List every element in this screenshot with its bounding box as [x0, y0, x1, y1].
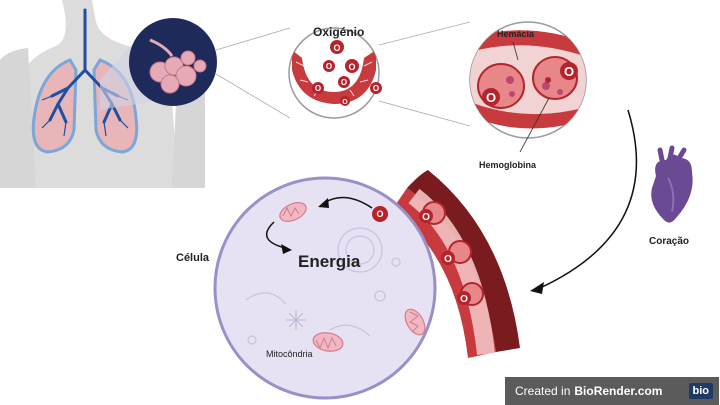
centrosome: [286, 310, 306, 330]
oxygen-symbols: O O O O O O O O O O O O O: [315, 43, 574, 305]
mitochondrion: [312, 332, 344, 352]
heart-label: Coração: [649, 236, 690, 247]
red-blood-cell-inset: [469, 21, 587, 153]
svg-text:O: O: [486, 90, 496, 105]
energy-arrow: [265, 221, 286, 249]
alveoli-inset: [100, 18, 291, 119]
heart-icon: [651, 145, 693, 223]
biorender-watermark[interactable]: Created in BioRender.com bio: [505, 377, 719, 405]
red-cell-label: Hemácia: [497, 29, 535, 39]
oxygen-molecule: [372, 206, 388, 222]
oxygen-molecules: [419, 209, 471, 305]
svg-text:O: O: [315, 84, 321, 93]
mitochondria-label: Mitocôndria: [266, 349, 313, 359]
svg-text:O: O: [326, 62, 332, 71]
oxygen-molecules: [312, 40, 382, 106]
oxygen-molecules: [482, 62, 578, 106]
svg-text:O: O: [460, 294, 468, 305]
oxygen-label: Oxigénio: [313, 25, 365, 39]
oxygen-inset: [288, 21, 471, 127]
mitochondrion: [404, 308, 426, 336]
svg-text:O: O: [348, 62, 355, 72]
svg-text:O: O: [333, 43, 340, 53]
cell: [213, 176, 437, 400]
svg-text:O: O: [444, 254, 452, 265]
biorender-logo-icon: bio: [688, 383, 713, 399]
energy-label: Energia: [298, 252, 361, 271]
cell-label: Célula: [176, 252, 210, 264]
flow-arrow: [539, 109, 638, 289]
watermark-brand: BioRender.com: [574, 384, 663, 398]
mitochondrion: [279, 202, 307, 222]
watermark-text: Created in: [515, 384, 571, 398]
svg-text:O: O: [564, 64, 574, 79]
svg-text:O: O: [341, 78, 347, 87]
hemoglobin-label: Hemoglobina: [479, 160, 537, 170]
svg-text:O: O: [376, 209, 383, 219]
svg-text:O: O: [422, 212, 430, 223]
svg-text:O: O: [373, 84, 379, 93]
svg-text:O: O: [342, 99, 348, 106]
